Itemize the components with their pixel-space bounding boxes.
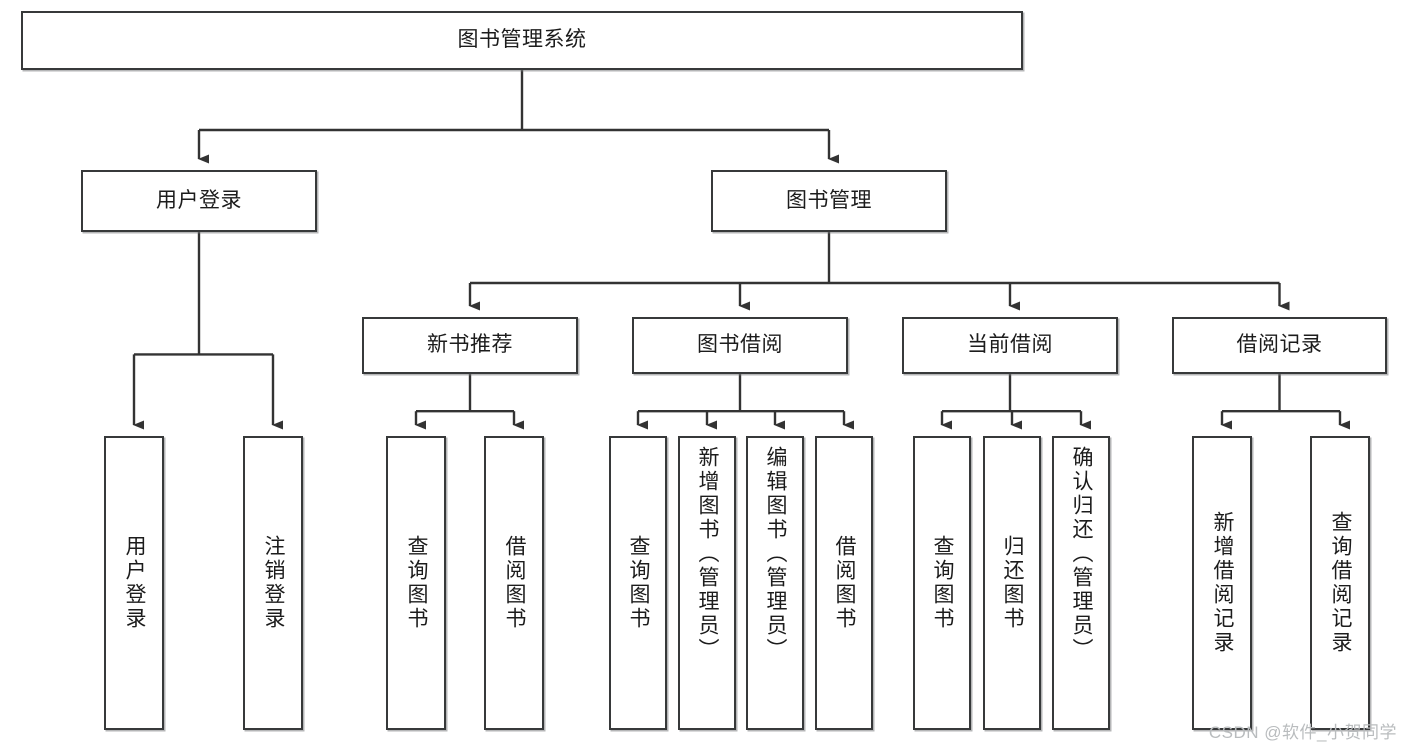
node-label: 借阅图书 (833, 535, 857, 631)
node-label: 归还图书 (1001, 535, 1025, 631)
node-leaf-query-borrow-record[interactable]: 查询借阅记录 (1310, 436, 1370, 730)
node-leaf-query-book-1[interactable]: 查询图书 (386, 436, 446, 730)
node-leaf-confirm-return-admin[interactable]: 确认归还（管理员） (1052, 436, 1110, 730)
node-label: 确认归还（管理员） (1070, 446, 1094, 662)
node-label: 借阅记录 (1236, 333, 1323, 357)
node-label: 用户登录 (123, 535, 147, 631)
node-label: 新增借阅记录 (1211, 511, 1235, 655)
node-leaf-add-book-admin[interactable]: 新增图书（管理员） (678, 436, 736, 730)
node-leaf-user-login[interactable]: 用户登录 (104, 436, 164, 730)
node-label: 查询图书 (405, 535, 429, 631)
node-label: 新书推荐 (427, 333, 513, 357)
node-leaf-add-borrow-record[interactable]: 新增借阅记录 (1192, 436, 1252, 730)
node-leaf-borrow-book-1[interactable]: 借阅图书 (484, 436, 544, 730)
node-label: 当前借阅 (967, 333, 1053, 357)
node-label: 图书管理 (786, 188, 872, 212)
node-label: 图书借阅 (697, 333, 783, 357)
watermark-text: CSDN @软件_小贺同学 (1208, 723, 1397, 742)
node-label: 用户登录 (156, 188, 242, 212)
node-borrow-record[interactable]: 借阅记录 (1172, 317, 1387, 374)
node-leaf-query-book-3[interactable]: 查询图书 (913, 436, 971, 730)
node-label: 新增图书（管理员） (696, 446, 720, 662)
node-label: 借阅图书 (503, 535, 527, 631)
node-label: 查询图书 (931, 535, 955, 631)
node-label: 注销登录 (262, 535, 286, 631)
node-root[interactable]: 图书管理系统 (21, 11, 1023, 70)
edge-layer (132, 70, 1350, 430)
node-leaf-logout[interactable]: 注销登录 (243, 436, 303, 730)
node-leaf-borrow-book-2[interactable]: 借阅图书 (815, 436, 873, 730)
node-user-login[interactable]: 用户登录 (81, 170, 317, 232)
node-leaf-query-book-2[interactable]: 查询图书 (609, 436, 667, 730)
node-label: 图书管理系统 (457, 28, 587, 52)
node-label: 编辑图书（管理员） (764, 446, 788, 662)
node-current-borrow[interactable]: 当前借阅 (902, 317, 1118, 374)
node-leaf-return-book[interactable]: 归还图书 (983, 436, 1041, 730)
node-leaf-edit-book-admin[interactable]: 编辑图书（管理员） (746, 436, 804, 730)
node-label: 查询借阅记录 (1329, 511, 1353, 655)
node-label: 查询图书 (627, 535, 651, 631)
node-book-manage[interactable]: 图书管理 (711, 170, 947, 232)
node-book-borrow[interactable]: 图书借阅 (632, 317, 848, 374)
node-new-book-rec[interactable]: 新书推荐 (362, 317, 578, 374)
